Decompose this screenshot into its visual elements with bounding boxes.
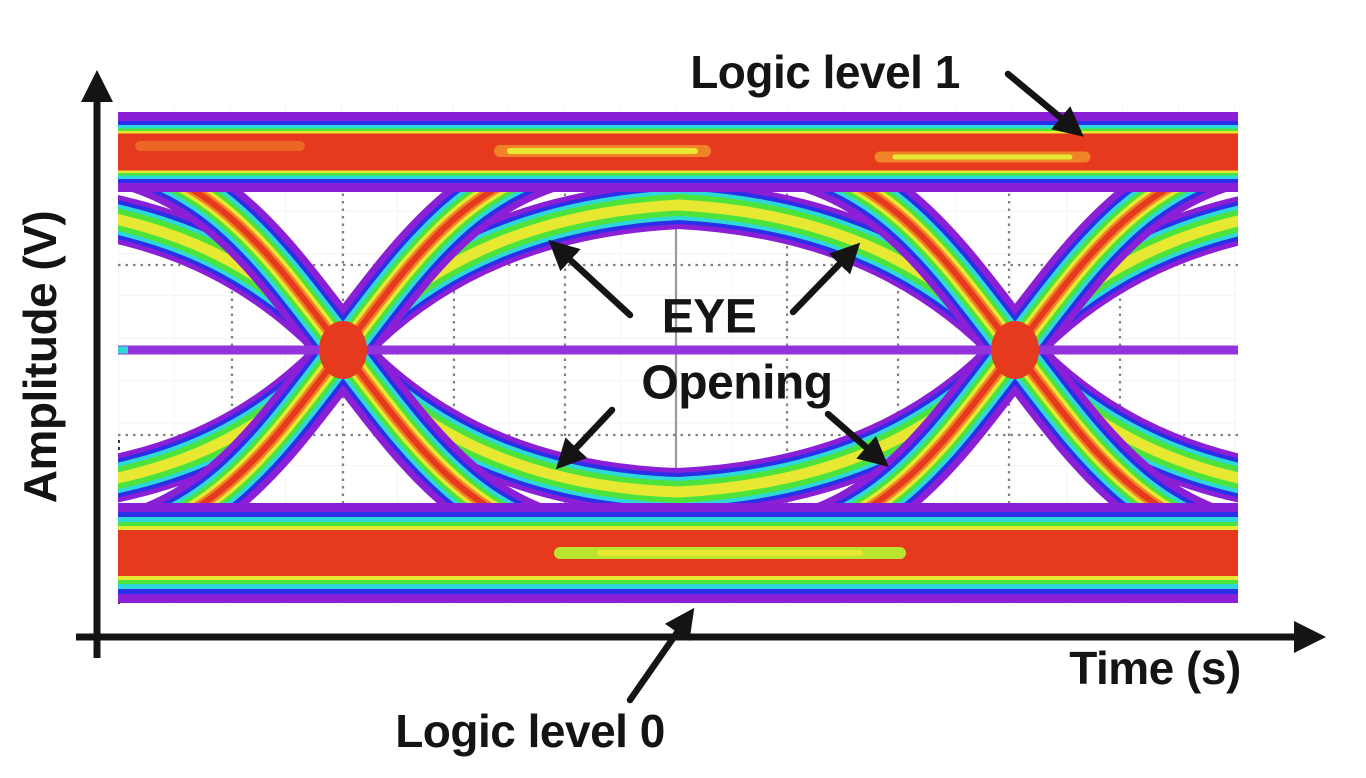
arrow-logic-level-0 <box>626 607 695 704</box>
axes <box>76 69 1327 658</box>
right-crossing-core <box>991 321 1039 379</box>
eye-pattern <box>118 141 1238 559</box>
annotation-eye-line2: Opening <box>641 356 833 410</box>
crossing-points <box>319 321 1039 379</box>
annotation-arrows <box>548 70 1084 704</box>
annotation-eye-line1: EYE <box>661 290 757 344</box>
arrow-eye-lower-left <box>555 406 616 470</box>
annotation-logic-level-0: Logic level 0 <box>395 705 665 757</box>
rail-density-streaks <box>135 141 1091 559</box>
arrow-eye-lower-right <box>824 410 889 467</box>
y-axis-label: Amplitude (V) <box>14 210 66 504</box>
left-crossing-core <box>319 321 367 379</box>
x-axis-label: Time (s) <box>1069 642 1241 694</box>
arrow-logic-level-1 <box>1004 70 1084 137</box>
arrow-eye-upper-right <box>789 242 861 316</box>
arrow-eye-upper-left <box>548 239 634 319</box>
annotation-logic-level-1: Logic level 1 <box>690 46 960 98</box>
